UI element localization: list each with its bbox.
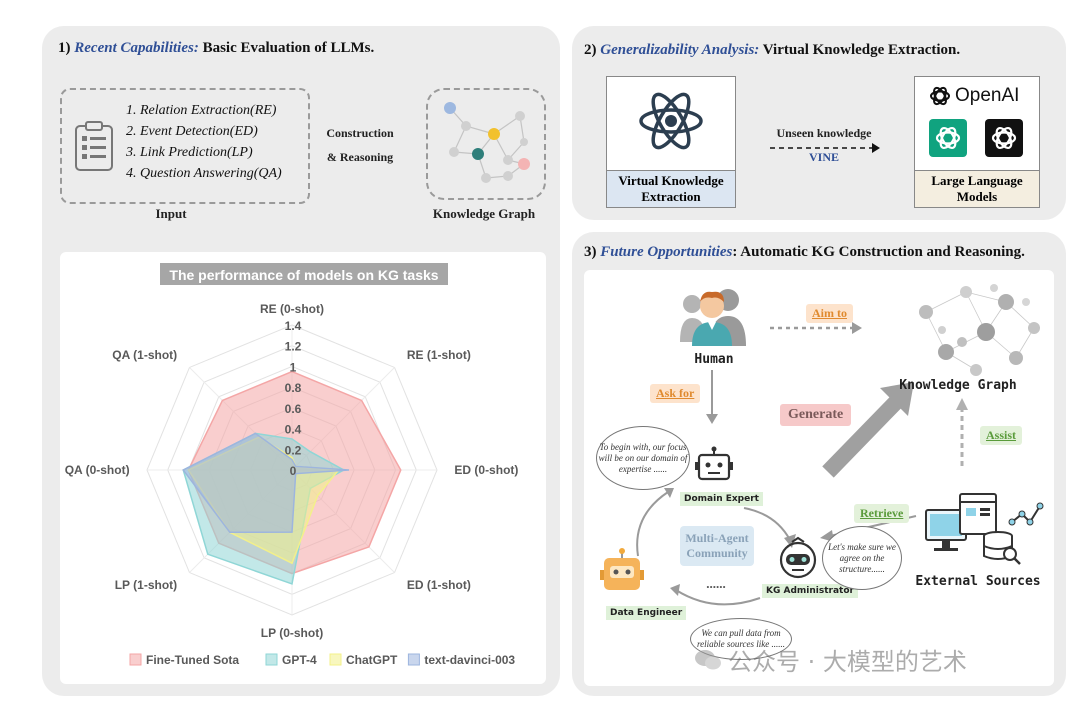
- radar-chart-area: The performance of models on KG tasks 0 0…: [60, 252, 546, 684]
- kg-box: [426, 88, 546, 200]
- knowledge-graph-cloud-icon: [919, 284, 1040, 376]
- legend-swatch: [265, 653, 278, 666]
- domain-expert-robot-icon: [695, 446, 733, 481]
- panel-future-opportunities: 3) Future Opportunities: Automatic KG Co…: [572, 232, 1066, 696]
- llm-label-box: Large Language Models: [915, 170, 1039, 207]
- diagram-arrows: [636, 322, 968, 606]
- bubble-data-engineer: We can pull data from reliable sources l…: [690, 618, 792, 660]
- legend-label: ChatGPT: [346, 653, 398, 667]
- construction-label-1: Construction: [326, 126, 394, 140]
- radar-tick-label: 0.2: [285, 443, 302, 457]
- retrieve-tag: Retrieve: [854, 504, 910, 523]
- radar-tick-label: 1: [290, 360, 297, 374]
- radar-tick-label: 0: [290, 464, 297, 478]
- legend-label: text-davinci-003: [424, 653, 515, 667]
- construction-label-2: & Reasoning: [326, 150, 394, 164]
- watermark-text: 公众号 · 大模型的艺术: [728, 648, 967, 676]
- vine-label: VINE: [808, 150, 840, 164]
- panel3-title: 3) Future Opportunities: Automatic KG Co…: [584, 244, 1025, 260]
- radar-tick-label: 0.4: [285, 423, 302, 437]
- multi-agent-label-2: Community: [686, 546, 748, 560]
- radar-axis-label: ED (1-shot): [407, 578, 471, 592]
- assist-tag: Assist: [980, 426, 1023, 445]
- panel-basic-evaluation: 1) Recent Capabilities: Basic Evaluation…: [42, 26, 560, 696]
- legend-label: Fine-Tuned Sota: [146, 653, 239, 667]
- bubble-domain-expert: To begin with, our focus will be on our …: [596, 426, 690, 490]
- radar-axis-label: LP (1-shot): [115, 578, 177, 592]
- kg-target-label: Knowledge Graph: [899, 378, 1017, 393]
- vke-label-1: Virtual Knowledge: [618, 173, 724, 188]
- llm-label-1: Large Language: [931, 173, 1023, 188]
- vke-label-box: Virtual Knowledge Extraction: [607, 170, 735, 207]
- vke-box: Virtual Knowledge Extraction: [606, 76, 736, 208]
- task-item: 3. Link Prediction(LP): [126, 145, 253, 160]
- clipboard-icon: [75, 121, 113, 171]
- input-box: 1. Relation Extraction(RE) 2. Event Dete…: [60, 88, 310, 204]
- panel1-title: 1) Recent Capabilities: Basic Evaluation…: [58, 40, 375, 56]
- vke-label-2: Extraction: [641, 189, 701, 204]
- radar-axis-label: QA (0-shot): [65, 463, 130, 477]
- legend-swatch: [329, 653, 342, 666]
- legend-swatch: [129, 653, 142, 666]
- multi-agent-community: Multi-Agent Community: [680, 526, 754, 566]
- openai-logo: OpenAI: [929, 85, 1019, 107]
- chart-title-bg: [160, 263, 448, 285]
- radar-chart: The performance of models on KG tasks 0 0…: [65, 263, 518, 667]
- ask-for-tag: Ask for: [650, 384, 701, 403]
- future-diagram: Human Aim to Knowledge Graph Ask for Gen…: [584, 270, 1054, 686]
- data-engineer-label: Data Engineer: [606, 606, 687, 620]
- chatgpt-black-icon: [985, 119, 1023, 157]
- task-list: 1. Relation Extraction(RE) 2. Event Dete…: [126, 100, 282, 184]
- radar-axis-label: RE (0-shot): [260, 302, 324, 316]
- human-icon: [680, 289, 746, 346]
- atom-icon: [639, 92, 703, 150]
- human-label: Human: [694, 352, 734, 367]
- radar-axis-label: QA (1-shot): [112, 348, 177, 362]
- kg-admin-label: KG Administrator: [762, 584, 858, 598]
- watermark: 公众号 · 大模型的艺术: [694, 642, 967, 677]
- task-item: 4. Question Answering(QA): [126, 166, 282, 181]
- kg-admin-robot-icon: [779, 536, 817, 579]
- unseen-knowledge-label: Unseen knowledge: [776, 126, 872, 140]
- panel-generalizability: 2) Generalizability Analysis: Virtual Kn…: [572, 26, 1066, 220]
- task-item: 2. Event Detection(ED): [126, 124, 258, 139]
- multi-agent-label-1: Multi-Agent: [685, 531, 749, 545]
- radar-tick-label: 1.4: [285, 319, 302, 333]
- radar-tick-label: 0.8: [285, 381, 302, 395]
- knowledge-graph-icon: [444, 102, 530, 183]
- task-item: 1. Relation Extraction(RE): [126, 103, 277, 118]
- llm-label-2: Models: [956, 189, 998, 204]
- openai-icon: [930, 86, 950, 106]
- external-sources-icon: [925, 493, 1044, 565]
- dashed-arrow: [770, 143, 880, 153]
- ellipsis: ......: [706, 576, 726, 591]
- aim-to-tag: Aim to: [806, 304, 853, 323]
- wechat-icon: [695, 649, 721, 669]
- bubble-kg-admin: Let's make sure we agree on the structur…: [822, 526, 902, 590]
- domain-expert-label: Domain Expert: [680, 492, 763, 506]
- radar-tick-label: 1.2: [285, 340, 302, 354]
- radar-series-text-davinci-003: [182, 432, 350, 534]
- legend-label: GPT-4: [282, 653, 317, 667]
- generate-tag: Generate: [780, 404, 852, 426]
- external-sources-label: External Sources: [915, 574, 1041, 589]
- radar-axis-label: RE (1-shot): [407, 348, 471, 362]
- kg-label: Knowledge Graph: [432, 206, 536, 221]
- data-engineer-robot-icon: [600, 548, 644, 590]
- chart-title: The performance of models on KG tasks: [169, 267, 438, 283]
- legend-swatch: [407, 653, 420, 666]
- input-label: Input: [155, 206, 187, 221]
- radar-axis-label: ED (0-shot): [454, 463, 518, 477]
- openai-text: OpenAI: [955, 85, 1020, 106]
- llm-box: OpenAI Large Language Models: [914, 76, 1040, 208]
- radar-tick-label: 0.6: [285, 402, 302, 416]
- panel2-title: 2) Generalizability Analysis: Virtual Kn…: [584, 42, 961, 58]
- radar-axis-label: LP (0-shot): [261, 626, 323, 640]
- chatgpt-green-icon: [929, 119, 967, 157]
